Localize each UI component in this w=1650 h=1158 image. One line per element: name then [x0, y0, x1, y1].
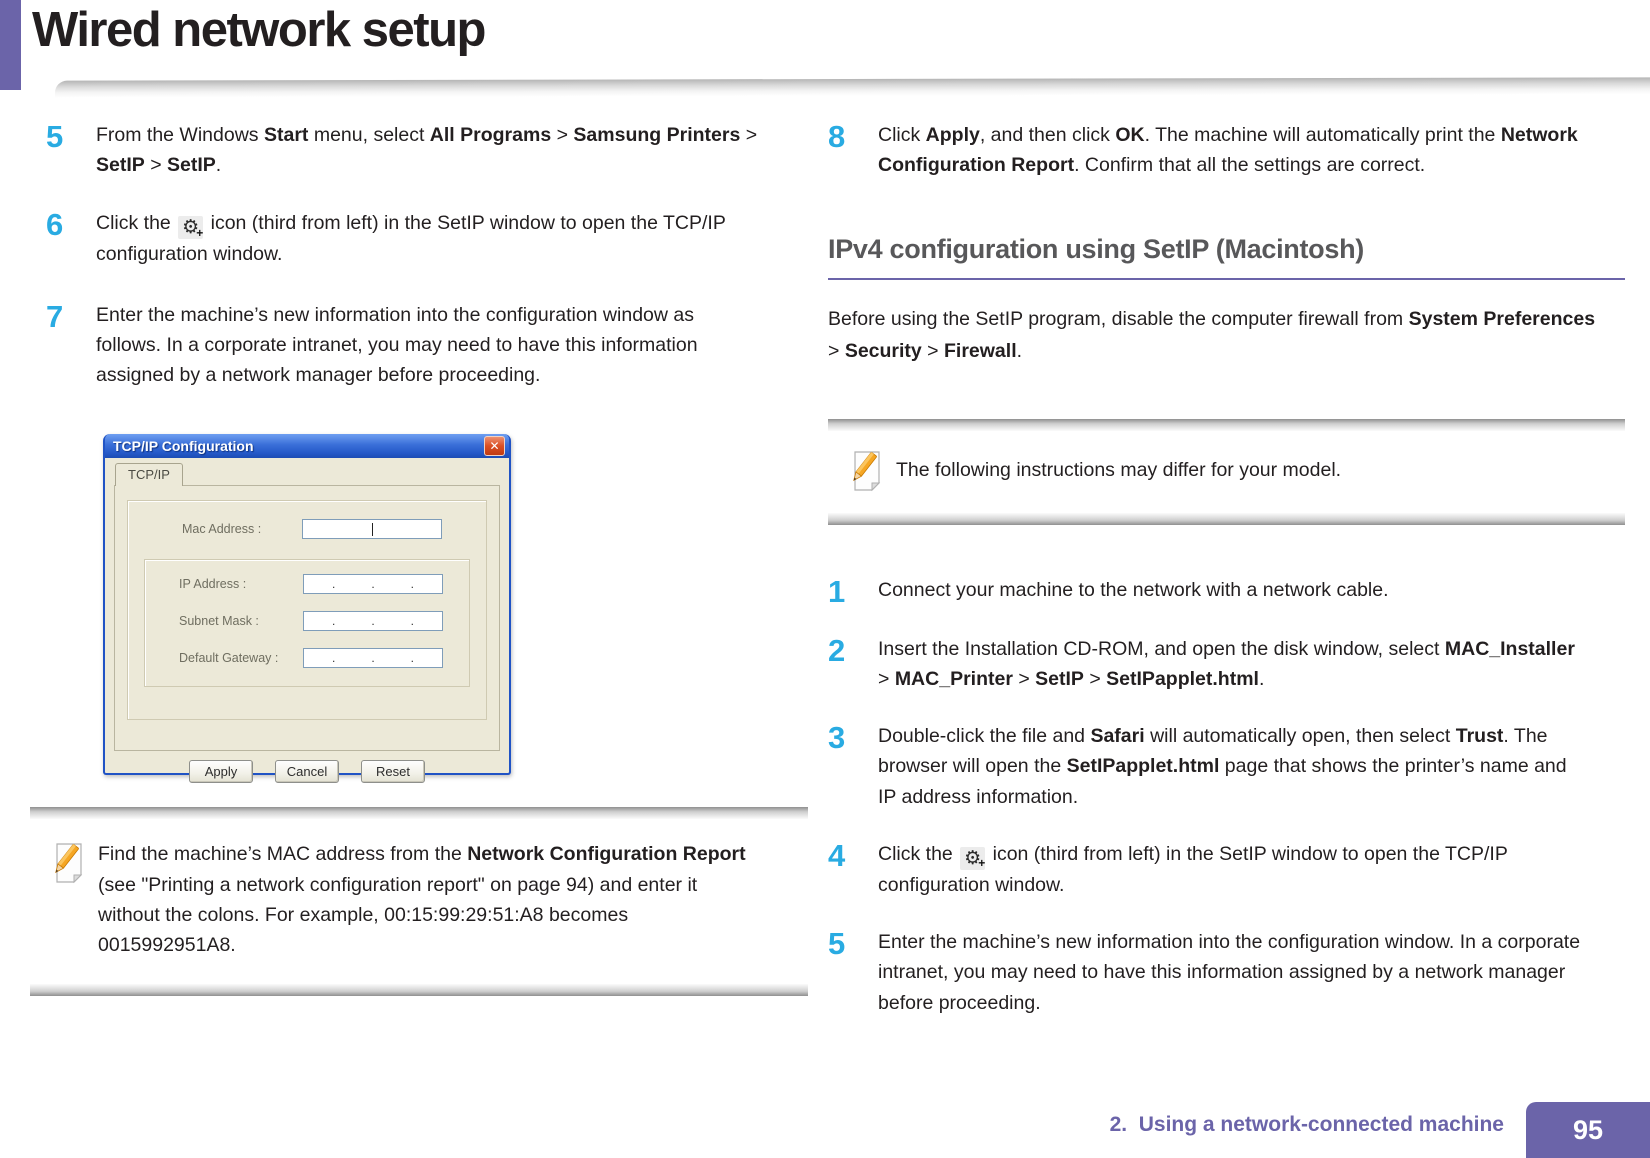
note-bottom-rule [828, 512, 1625, 525]
step-text: Enter the machine’s new information into… [96, 303, 698, 387]
tab-tcpip[interactable]: TCP/IP [115, 463, 183, 487]
window-title-bar: TCP/IP Configuration ✕ [105, 434, 509, 459]
footer-chapter: 2. Using a network-connected machine [1109, 1113, 1504, 1136]
step-text: From the Windows Start menu, select All … [96, 124, 758, 177]
window-title: TCP/IP Configuration [113, 438, 254, 455]
pencil-note-icon [55, 843, 83, 884]
title-divider [55, 77, 1650, 98]
step-text: Click the ⚙+ icon (third from left) in t… [96, 212, 726, 266]
reset-button[interactable]: Reset [361, 760, 425, 784]
ip-separator-dot: . [371, 614, 375, 629]
tab-panel: Mac Address : IP Address :...Subnet Mask… [114, 485, 500, 752]
subnet-mask-input[interactable]: ... [303, 611, 443, 632]
step-number: 5 [828, 926, 846, 962]
note-top-rule [828, 418, 1625, 431]
dialog-buttons: Apply Cancel Reset [114, 760, 500, 784]
field-label: Subnet Mask : [179, 614, 259, 629]
step-1: 1 Connect your machine to the network wit… [828, 575, 1625, 607]
dialog-body: TCP/IP Mac Address : IP Address :...Subn… [105, 458, 509, 791]
field-label: Default Gateway : [179, 651, 279, 666]
left-column: 5 From the Windows Start menu, select All… [30, 120, 808, 997]
text-caret [371, 522, 373, 536]
step-number: 4 [828, 837, 846, 873]
note-box-model: The following instructions may differ fo… [828, 418, 1625, 525]
step-number: 2 [828, 632, 846, 668]
mac-field-area: Mac Address : [128, 519, 486, 540]
apply-button[interactable]: Apply [189, 760, 253, 784]
ip-separator-dot: . [410, 614, 414, 629]
right-column: 8 Click Apply, and then click OK. The mac… [828, 120, 1625, 1045]
step-text: Double-click the file and Safari will au… [878, 725, 1567, 808]
note-bottom-rule [30, 984, 808, 997]
default-gateway-row: Default Gateway :... [179, 648, 443, 669]
field-label: Mac Address : [182, 522, 262, 537]
note-text: Find the machine’s MAC address from the … [98, 843, 746, 956]
step-text: Connect your machine to the network with… [878, 578, 1389, 601]
default-gateway-input[interactable]: ... [303, 648, 443, 669]
pencil-note-icon [853, 451, 881, 492]
close-icon: ✕ [489, 439, 500, 454]
note-top-rule [30, 807, 808, 820]
step-number: 1 [828, 573, 846, 609]
step-8: 8 Click Apply, and then click OK. The mac… [828, 120, 1625, 180]
step-text: Enter the machine’s new information into… [878, 931, 1581, 1014]
ip-separator-dot: . [331, 651, 336, 666]
ip-address-input[interactable]: ... [303, 574, 443, 595]
ip-separator-dot: . [371, 577, 375, 592]
ip-separator-dot: . [371, 651, 375, 666]
ip-address-row: IP Address :... [179, 574, 443, 595]
ip-separator-dot: . [410, 651, 414, 666]
section-intro: Before using the SetIP program, disable … [828, 308, 1596, 362]
step-5: 5 From the Windows Start menu, select All… [30, 120, 808, 180]
close-button[interactable]: ✕ [484, 436, 505, 457]
left-steps: 5 From the Windows Start menu, select All… [30, 120, 808, 390]
field-label: IP Address : [179, 577, 247, 592]
gear-plus-icon: ⚙+ [960, 846, 986, 870]
step-number: 8 [828, 119, 846, 154]
step-4: 4 Click the ⚙+ icon (third from left) in … [828, 839, 1625, 900]
step-3: 3 Double-click the file and Safari will a… [828, 721, 1625, 812]
note-text: The following instructions may differ fo… [896, 458, 1342, 481]
page-number-badge: 95 [1526, 1102, 1650, 1158]
cancel-button[interactable]: Cancel [275, 760, 339, 784]
ip-groupbox: IP Address :...Subnet Mask :...Default G… [144, 559, 470, 688]
step-number: 7 [46, 298, 64, 334]
note-box-mac-address: Find the machine’s MAC address from the … [30, 807, 808, 997]
gear-plus-icon: ⚙+ [178, 216, 204, 240]
ip-separator-dot: . [331, 577, 336, 592]
step-text: Click the ⚙+ icon (third from left) in t… [878, 842, 1508, 896]
step-7: 7 Enter the machine’s new information int… [30, 300, 808, 391]
tcpip-configuration-dialog: TCP/IP Configuration ✕ TCP/IP Mac Addres… [103, 434, 511, 784]
address-groupbox: Mac Address : IP Address :...Subnet Mask… [127, 500, 487, 721]
accent-bar [0, 0, 21, 90]
subnet-mask-row: Subnet Mask :... [179, 611, 443, 632]
ip-separator-dot: . [331, 614, 336, 629]
page-title: Wired network setup [32, 3, 486, 57]
step-6: 6 Click the ⚙+ icon (third from left) in … [30, 208, 808, 269]
step-number: 5 [46, 119, 64, 154]
step-number: 6 [46, 207, 64, 243]
step-text: Insert the Installation CD-ROM, and open… [878, 637, 1575, 691]
step-2: 2 Insert the Installation CD-ROM, and ope… [828, 634, 1625, 694]
mac-address-input[interactable] [302, 519, 442, 540]
step-number: 3 [828, 720, 846, 756]
section-heading: IPv4 configuration using SetIP (Macintos… [828, 234, 1625, 281]
mac-address-row: Mac Address : [128, 519, 486, 540]
step-text: Click Apply, and then click OK. The mach… [878, 124, 1578, 177]
right-step-8: 8 Click Apply, and then click OK. The mac… [828, 120, 1625, 180]
step-5: 5 Enter the machine’s new information int… [828, 927, 1625, 1018]
right-steps: 1 Connect your machine to the network wit… [828, 575, 1625, 1018]
ip-separator-dot: . [410, 577, 414, 592]
